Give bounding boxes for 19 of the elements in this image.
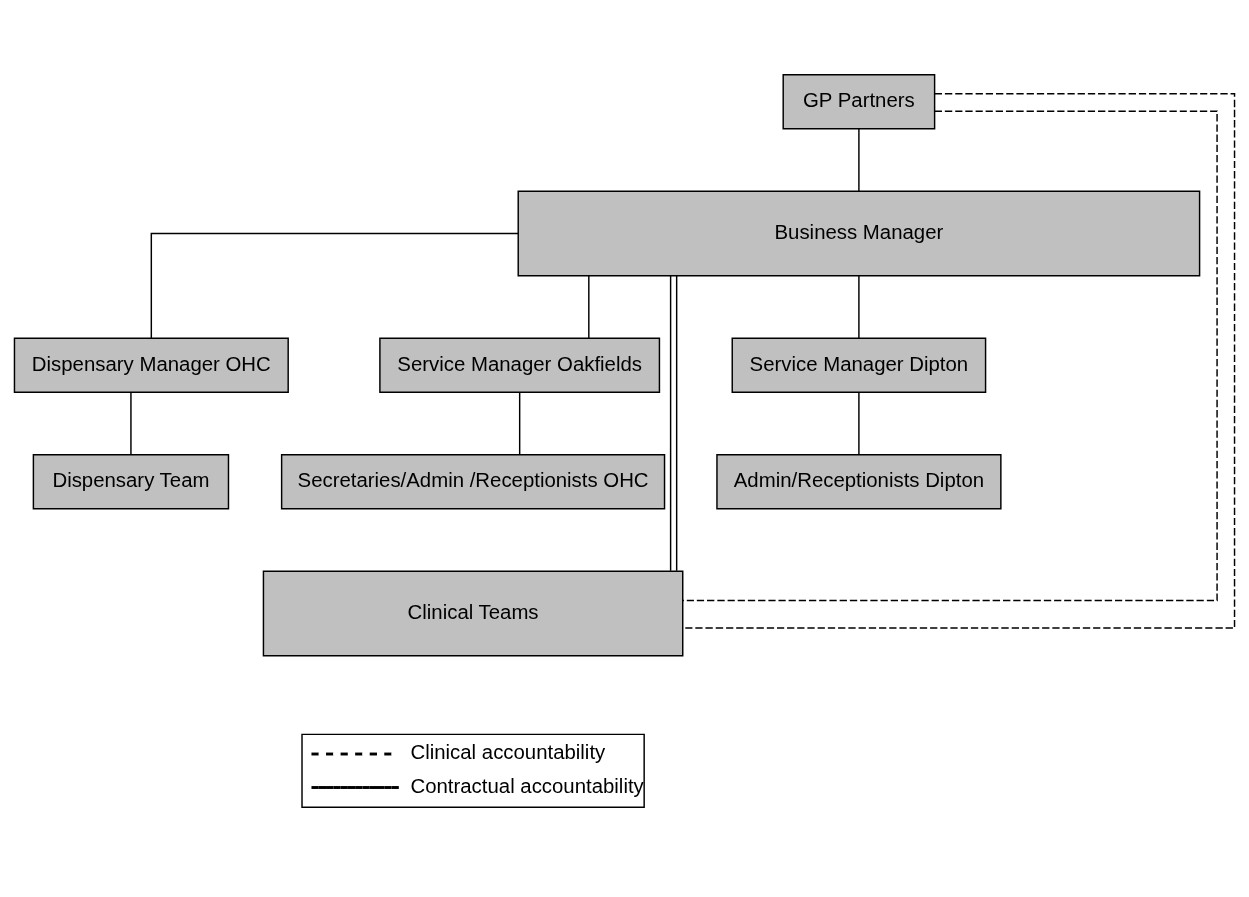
node-box: Dispensary Team xyxy=(32,453,230,509)
node-box: Business Manager xyxy=(517,190,1201,276)
node-box: Secretaries/Admin /Receptionists OHC xyxy=(280,453,666,509)
node-box: Service Manager Oakfields xyxy=(379,337,661,393)
connector xyxy=(858,391,860,455)
connector xyxy=(518,391,521,455)
node-box: Admin/Receptionists Dipton xyxy=(716,453,1002,509)
connector xyxy=(150,232,519,339)
connector xyxy=(858,274,860,339)
node-box: GP Partners xyxy=(782,73,936,129)
node-box: Service Manager Dipton xyxy=(731,337,987,393)
node-box: Clinical Teams xyxy=(262,570,684,656)
connector xyxy=(858,127,860,192)
connector xyxy=(669,274,672,571)
node-box: Dispensary Manager OHC xyxy=(13,337,289,393)
connector xyxy=(675,274,678,571)
connector xyxy=(130,391,132,455)
legend-label: Clinical accountability xyxy=(410,740,606,763)
connector xyxy=(588,274,590,339)
